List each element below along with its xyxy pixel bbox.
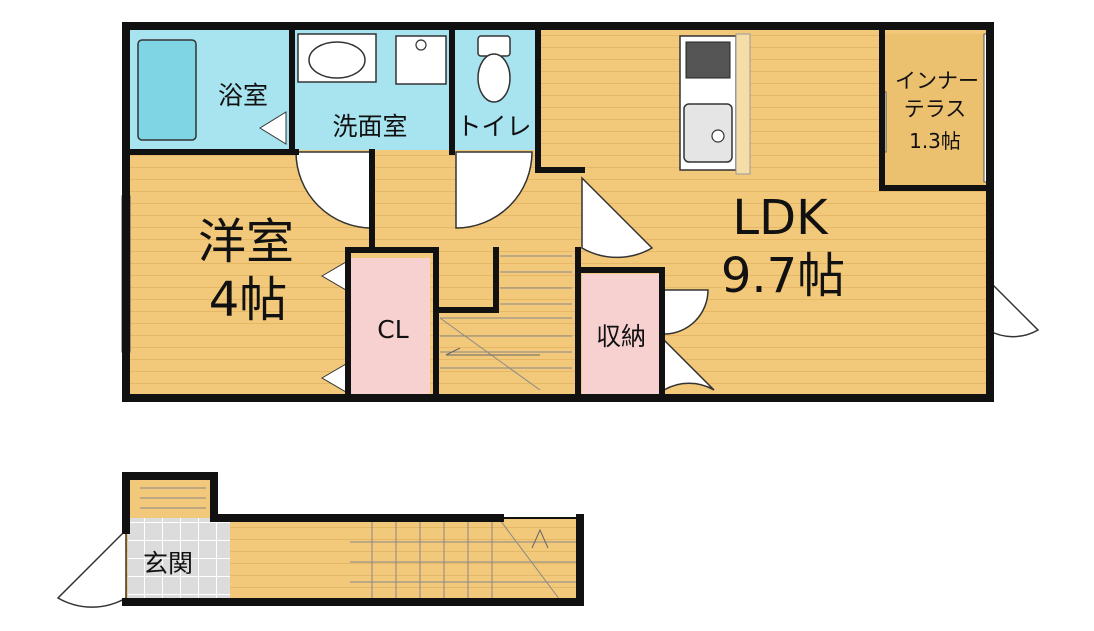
toilet-bowl	[477, 53, 511, 103]
storage-area	[582, 274, 660, 396]
closet-area	[350, 258, 430, 396]
ldk-name: LDK	[732, 190, 829, 246]
bath-door-marker	[259, 111, 287, 145]
storage-label: 収納	[596, 322, 646, 351]
inner-terrace-area	[884, 34, 984, 186]
kitchen-bar	[735, 33, 751, 175]
bathtub	[137, 39, 197, 141]
closet-label: CL	[377, 315, 408, 344]
entrance-door-swing	[56, 528, 127, 608]
upper-floor	[121, 22, 1040, 402]
toilet-tank	[477, 35, 511, 57]
inner-terrace-size: 1.3帖	[909, 129, 961, 153]
sink-icon	[683, 103, 733, 163]
stove-icon	[685, 41, 731, 79]
washing-machine-pan	[395, 35, 447, 85]
door-swings	[295, 151, 1040, 392]
lower-floor	[56, 472, 584, 608]
bath-label: 浴室	[218, 81, 268, 110]
faucet-icon	[711, 129, 725, 143]
entrance-step	[126, 478, 212, 520]
western-room-size: 4帖	[209, 272, 288, 328]
lower-stair	[140, 487, 578, 601]
inner-terrace-line2: テラス	[904, 97, 967, 121]
entrance-label: 玄関	[143, 549, 193, 578]
entrance-tile	[128, 518, 230, 600]
upper-stair	[439, 255, 572, 391]
drain-icon	[415, 39, 427, 51]
western-room-name: 洋室	[198, 214, 294, 270]
toilet-label: トイレ	[456, 112, 531, 141]
walls	[122, 22, 994, 402]
washroom-label: 洗面室	[332, 112, 407, 141]
ldk-size: 9.7帖	[721, 248, 845, 304]
lower-walls	[122, 472, 584, 606]
inner-terrace-line1: インナー	[895, 69, 979, 93]
washbasin	[308, 41, 366, 79]
